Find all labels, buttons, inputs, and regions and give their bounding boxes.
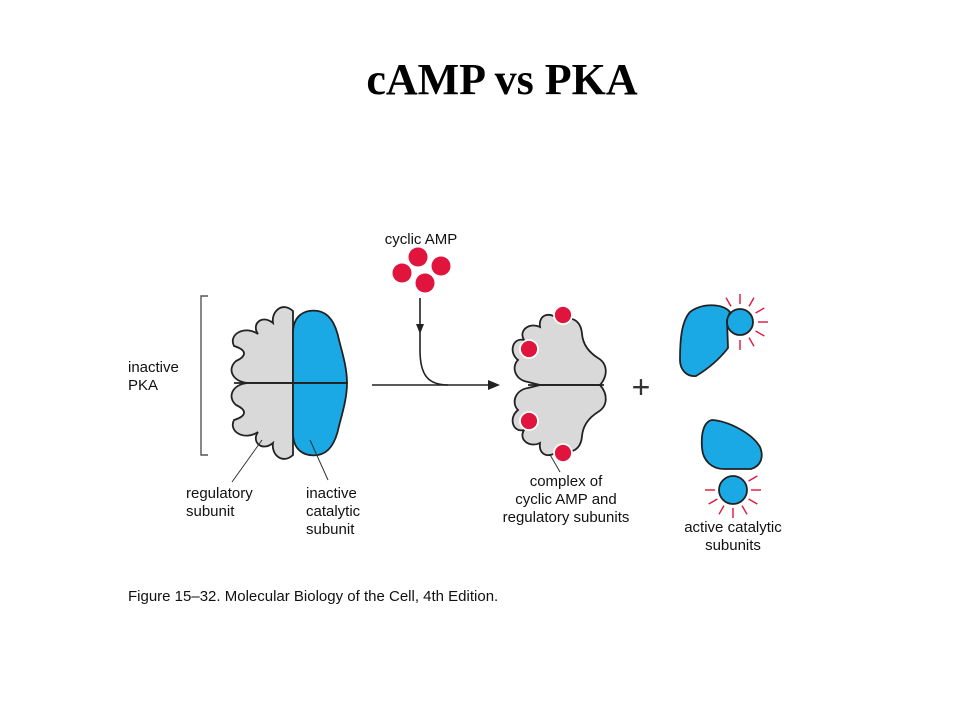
inactive-catalytic-subunit-bottom bbox=[292, 382, 348, 457]
bound-camp-molecule bbox=[553, 443, 573, 463]
plus-sign: + bbox=[632, 369, 651, 405]
cyclic-amp-label: cyclic AMP bbox=[385, 231, 458, 248]
camp-binding-arrow-curve bbox=[419, 298, 449, 386]
complex-label-line3: regulatory subunits bbox=[503, 509, 630, 526]
bound-camp-molecule bbox=[519, 339, 539, 359]
complex-regulatory-top bbox=[511, 313, 607, 386]
active-catalytic-label-line2: subunits bbox=[705, 537, 761, 554]
figure-caption: Figure 15–32. Molecular Biology of the C… bbox=[128, 588, 498, 605]
active-catalytic-label-line1: active catalytic bbox=[684, 519, 782, 536]
regulatory-subunit-label-line2: subunit bbox=[186, 503, 235, 520]
inactive-pka-label-line2: PKA bbox=[128, 377, 158, 394]
active-catalytic-subunit-bottom bbox=[700, 419, 763, 518]
reaction-arrowhead bbox=[488, 380, 500, 390]
inactive-pka-label-line1: inactive bbox=[128, 359, 179, 376]
inactive-catalytic-subunit-top bbox=[292, 309, 348, 384]
bound-camp-molecule bbox=[519, 411, 539, 431]
active-catalytic-subunit-top bbox=[679, 294, 768, 377]
camp-arrowhead bbox=[416, 324, 424, 334]
camp-molecule bbox=[415, 273, 435, 293]
regulatory-leader-line bbox=[231, 439, 263, 483]
camp-molecule bbox=[392, 263, 412, 283]
inactive-catalytic-label-line3: subunit bbox=[306, 521, 355, 538]
camp-molecule bbox=[431, 256, 451, 276]
regulatory-subunit-bottom bbox=[230, 382, 294, 460]
complex-label-line1: complex of bbox=[530, 473, 603, 490]
catalytic-leader-line bbox=[309, 439, 329, 481]
inactive-catalytic-label-line2: catalytic bbox=[306, 503, 361, 520]
slide-title: cAMP vs PKA bbox=[366, 55, 638, 104]
regulatory-subunit-label-line1: regulatory bbox=[186, 485, 253, 502]
complex-regulatory-bottom bbox=[511, 384, 607, 457]
camp-molecule bbox=[408, 247, 428, 267]
inactive-pka-bracket bbox=[200, 295, 208, 456]
complex-label-line2: cyclic AMP and bbox=[515, 491, 616, 508]
bound-camp-molecule bbox=[553, 305, 573, 325]
regulatory-subunit-top bbox=[230, 306, 294, 384]
inactive-catalytic-label-line1: inactive bbox=[306, 485, 357, 502]
